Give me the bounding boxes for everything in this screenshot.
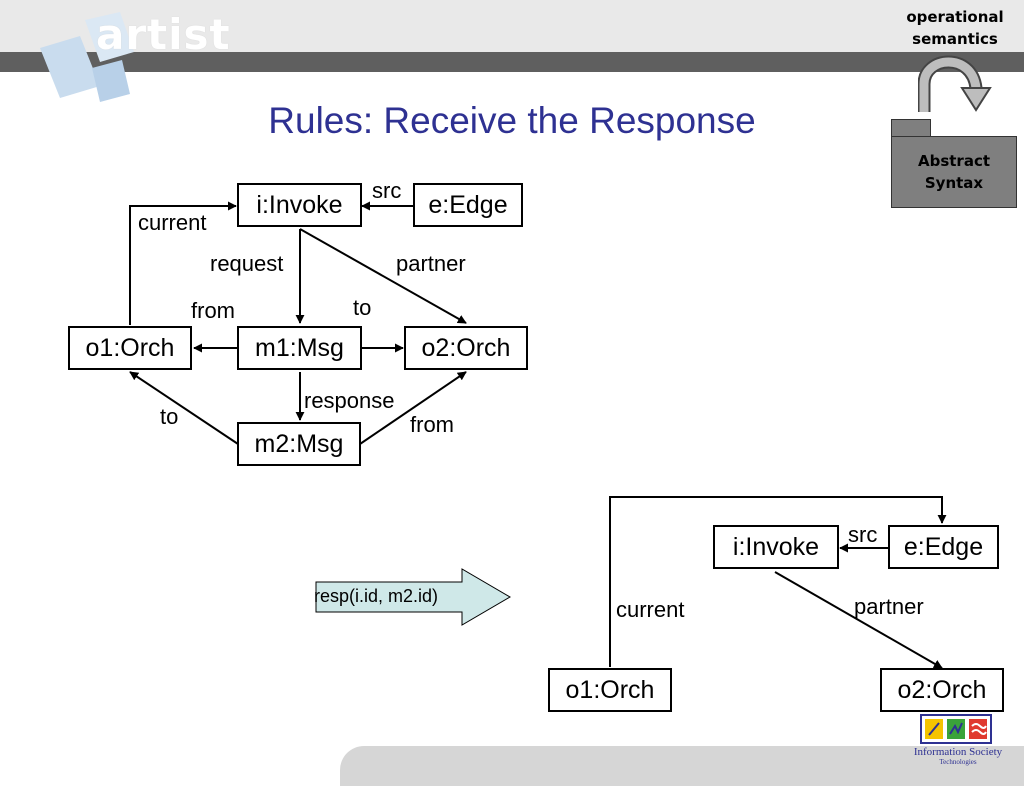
lhs-label-from2: from — [410, 412, 454, 437]
rhs-edge-partner — [774, 571, 943, 669]
lhs-label-request: request — [210, 251, 284, 276]
header-stripe — [0, 52, 1024, 72]
lhs-label-from1: from — [191, 298, 235, 323]
lhs-label-response: response — [304, 388, 395, 413]
curved-arrow-icon — [918, 55, 992, 112]
rule-arrow — [315, 568, 511, 626]
lhs-label-to2: to — [160, 404, 179, 429]
lhs-node-m2: m2:Msg — [237, 422, 361, 466]
page-title: Rules: Receive the Response — [268, 100, 756, 141]
rhs-edge-current — [609, 496, 947, 667]
rhs-node-o2: o2:Orch — [880, 668, 1004, 712]
lhs-label-partner: partner — [396, 251, 466, 276]
lhs-node-invoke: i:Invoke — [237, 183, 362, 227]
rhs-label-current: current — [616, 597, 685, 622]
lhs-node-edge: e:Edge — [413, 183, 523, 227]
diagram-edges — [129, 201, 947, 669]
rhs-node-invoke: i:Invoke — [713, 525, 839, 569]
lhs-edge-from2 — [359, 371, 467, 445]
rhs-label-partner: partner — [854, 594, 924, 619]
lhs-label-src: src — [372, 178, 402, 203]
abstract-syntax-box: Abstract Syntax — [891, 136, 1017, 208]
lhs-edge-partner — [299, 228, 467, 324]
operational-line2: semantics — [912, 30, 998, 48]
artist-logo-icon — [40, 12, 134, 102]
rhs-node-edge: e:Edge — [888, 525, 999, 569]
ist-line1: Information Society — [913, 746, 1003, 758]
lhs-node-o1: o1:Orch — [68, 326, 192, 370]
lhs-label-current: current — [138, 210, 207, 235]
rhs-node-o1: o1:Orch — [548, 668, 672, 712]
lhs-node-o2: o2:Orch — [404, 326, 528, 370]
abstract-line2: Syntax — [924, 174, 984, 192]
abstract-line1: Abstract — [917, 152, 991, 170]
ist-text: Information Society Technologies — [896, 746, 1020, 766]
operational-line1: operational — [906, 8, 1004, 26]
ist-line2: Technologies — [939, 758, 977, 766]
logo-text: artist — [96, 10, 231, 59]
ist-logo-icon — [920, 714, 992, 744]
lhs-node-m1: m1:Msg — [237, 326, 362, 370]
lhs-label-to1: to — [353, 295, 372, 320]
rhs-label-src: src — [848, 522, 878, 547]
rule-label: resp(i.id, m2.id) — [314, 586, 439, 606]
operational-semantics-label: operational semantics — [890, 6, 1020, 50]
header-band — [0, 0, 1024, 56]
lhs-edge-to2 — [129, 371, 239, 445]
lhs-edge-current — [129, 201, 237, 325]
